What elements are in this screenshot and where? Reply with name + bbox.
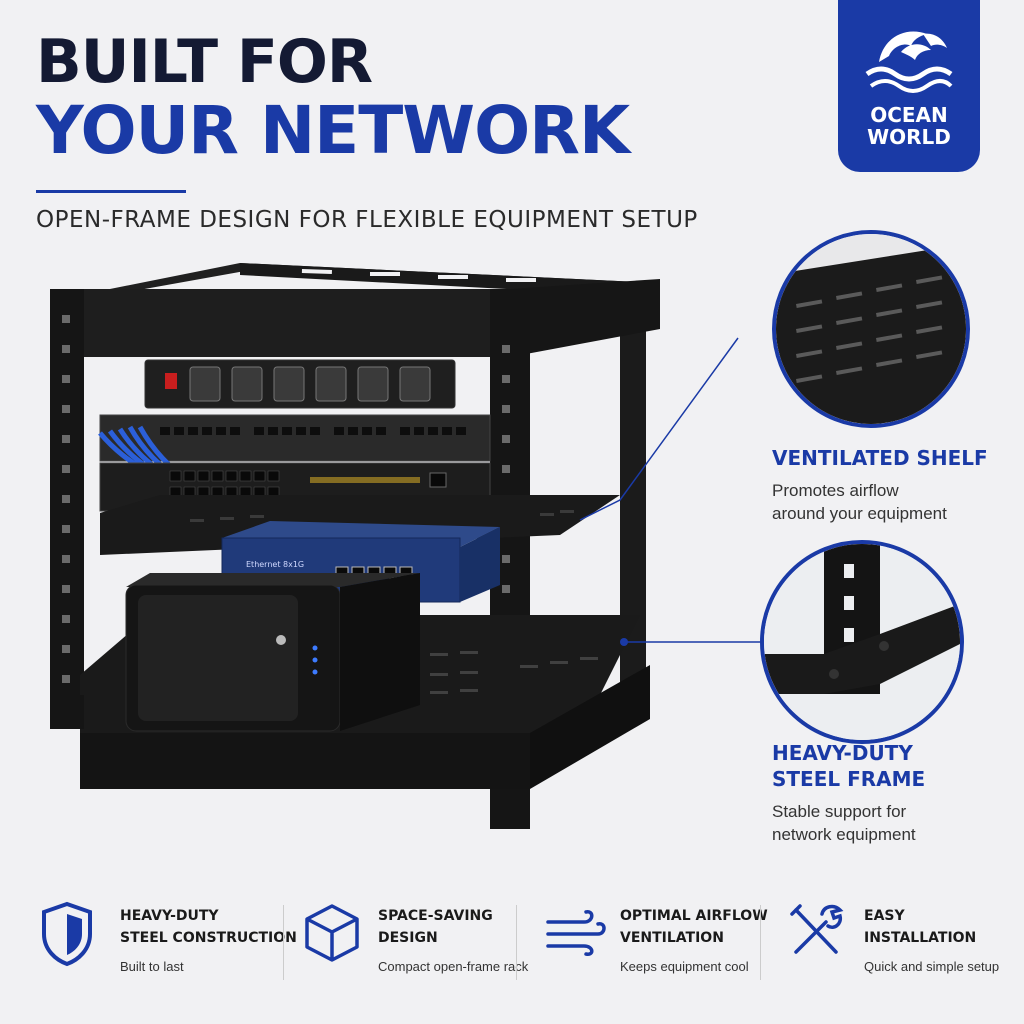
feature-4-title: EASY INSTALLATION [864,905,999,949]
brand-name: OCEAN WORLD [838,104,980,148]
callout-1-desc-line-1: Promotes airflow [772,481,899,500]
rack-left-post [50,289,84,729]
feature-3-title-line-2: VENTILATION [620,930,724,946]
feature-3-title: OPTIMAL AIRFLOW VENTILATION [620,905,768,949]
feature-2-title-line-1: SPACE-SAVING [378,908,493,924]
callout-2-desc: Stable support for network equipment [772,800,925,846]
shield-icon [38,900,96,973]
feature-4-title-line-2: INSTALLATION [864,930,977,946]
feature-easy-installation: EASY INSTALLATION Quick and simple setup [864,905,999,974]
headline-line-1: BUILT FOR [36,27,373,97]
feature-2-desc: Compact open-frame rack [378,959,529,974]
patch-panel [99,414,491,462]
feature-2-title: SPACE-SAVING DESIGN [378,905,528,949]
feature-divider [516,905,517,980]
callout-2-title-line-2: STEEL FRAME [772,767,926,791]
callout-1-desc-line-2: around your equipment [772,504,947,523]
power-switch [165,373,177,389]
feature-steel-construction: HEAVY-DUTY STEEL CONSTRUCTION Built to l… [120,905,297,974]
ventilated-shelf-closeup [772,230,970,428]
feature-4-title-line-1: EASY [864,908,905,924]
feature-1-desc: Built to last [120,959,184,974]
feature-3-title-line-1: OPTIMAL AIRFLOW [620,908,768,924]
callout-ventilated-shelf: VENTILATED SHELF Promotes airflow around… [772,445,988,525]
rack-bottom-frame [80,733,530,789]
callout-2-title: HEAVY-DUTY STEEL FRAME [772,740,925,792]
feature-divider [283,905,284,980]
callout-2-desc-line-1: Stable support for [772,802,907,821]
rack-illustration: Ethernet 8x1G [50,263,660,829]
feature-airflow: OPTIMAL AIRFLOW VENTILATION Keeps equipm… [620,905,768,974]
rack-back-post [620,291,646,721]
callout-steel-frame: HEAVY-DUTY STEEL FRAME Stable support fo… [772,740,925,846]
brand-logo: OCEAN WORLD [838,0,980,172]
rack-front-top-bar [50,289,510,357]
callout-1-desc: Promotes airflow around your equipment [772,479,988,525]
router-label: Ethernet 8x1G [246,560,304,569]
dolphin-wave-icon [865,31,953,93]
subheadline: OPEN-FRAME DESIGN FOR FLEXIBLE EQUIPMENT… [36,207,698,233]
headline: BUILT FOR YOUR NETWORK [36,27,630,169]
feature-1-title-line-1: HEAVY-DUTY [120,908,219,924]
feature-2-title-line-2: DESIGN [378,930,438,946]
feature-1-title: HEAVY-DUTY STEEL CONSTRUCTION [120,905,297,949]
server-mesh-panel [138,595,298,721]
airflow-icon [544,908,606,963]
callout-2-title-line-1: HEAVY-DUTY [772,741,913,765]
callout-2-desc-line-2: network equipment [772,825,916,844]
feature-divider [760,905,761,980]
callout-lines [579,337,780,646]
feature-4-desc: Quick and simple setup [864,959,1000,974]
headline-line-2: YOUR NETWORK [36,92,630,169]
brand-line-1: OCEAN [870,103,948,127]
steel-frame-closeup [760,540,964,744]
feature-1-title-line-2: STEEL CONSTRUCTION [120,930,297,946]
feature-space-saving: SPACE-SAVING DESIGN Compact open-frame r… [378,905,528,974]
brand-line-2: WORLD [867,125,951,149]
callout-1-title: VENTILATED SHELF [772,446,988,470]
headline-underline [36,190,186,193]
feature-3-desc: Keeps equipment cool [620,959,749,974]
cube-icon [303,902,361,969]
rack-top-slots [301,268,536,282]
tools-icon [788,902,844,965]
